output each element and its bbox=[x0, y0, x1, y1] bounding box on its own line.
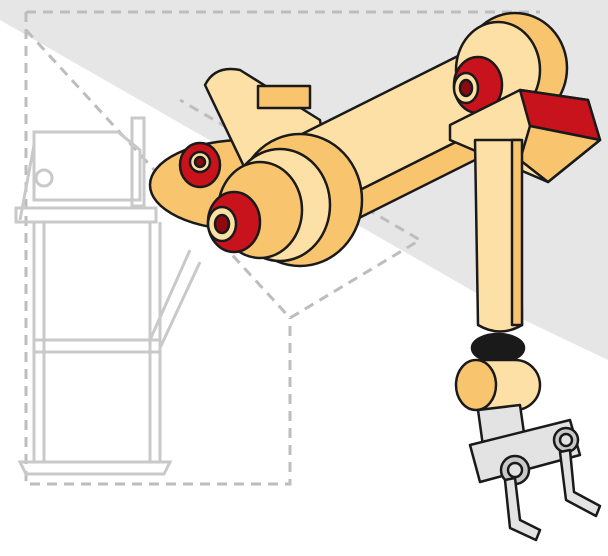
gripper-claw bbox=[468, 403, 602, 542]
wrist-cap bbox=[470, 332, 526, 364]
machine-outline bbox=[14, 116, 202, 476]
hub-elbow bbox=[452, 55, 504, 115]
shoulder-bracket bbox=[256, 84, 312, 110]
hub-side bbox=[178, 141, 222, 189]
robotic-arm bbox=[148, 11, 602, 412]
hub-front bbox=[206, 190, 262, 254]
